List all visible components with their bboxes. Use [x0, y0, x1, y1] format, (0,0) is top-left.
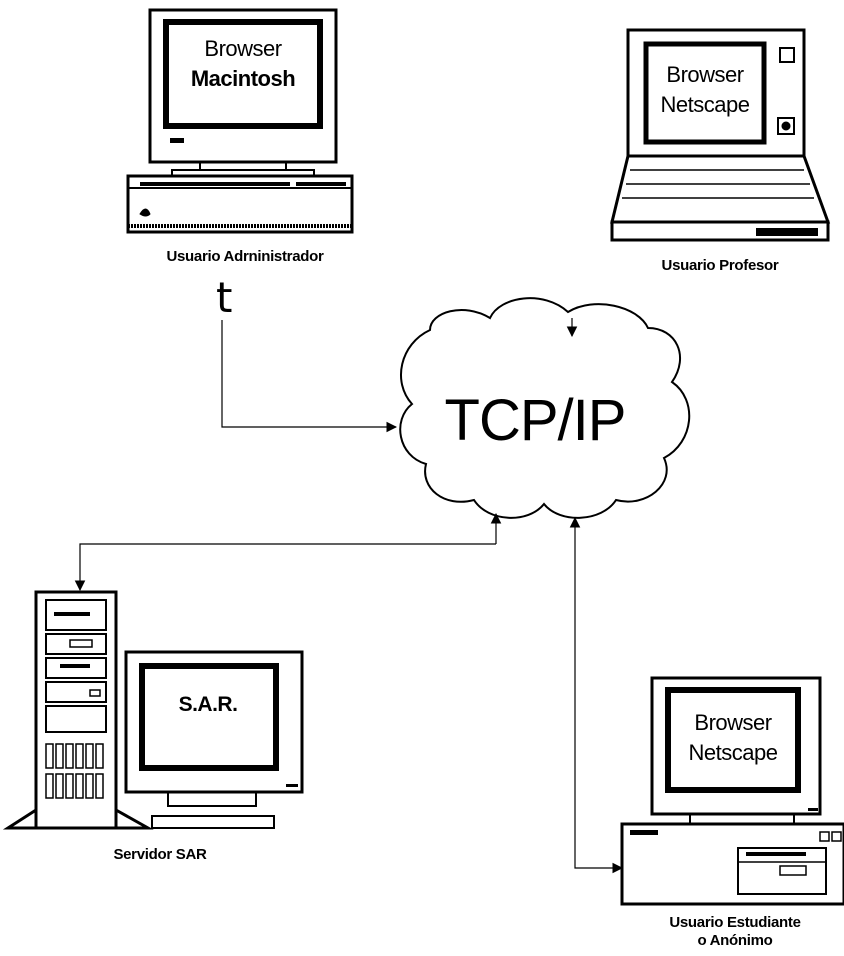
estudiante-label-line2: o Anónimo: [697, 932, 773, 949]
estudiante-label: Usuario Estudiante o Anónimo: [620, 914, 844, 950]
profesor-laptop-icon: [610, 28, 831, 242]
admin-computer-icon: [126, 8, 354, 234]
profesor-screen-line1: Browser: [666, 62, 744, 87]
admin-screen-line2: Macintosh: [190, 66, 296, 91]
estudiante-label-line1: Usuario Estudiante: [669, 914, 801, 931]
estudiante-screen-line2: Netscape: [688, 740, 778, 765]
server-monitor-icon: [124, 650, 304, 829]
admin-screen-text: Browser Macintosh: [168, 34, 318, 94]
profesor-label: Usuario Profesor: [661, 257, 779, 274]
tcp-ip-label: TCP/IP: [444, 388, 627, 453]
admin-screen-line1: Browser: [204, 36, 282, 61]
estudiante-screen-text: Browser Netscape: [670, 708, 796, 768]
estudiante-screen-line1: Browser: [694, 710, 772, 735]
connectors: [74, 318, 624, 874]
profesor-screen-line2: Netscape: [660, 92, 750, 117]
profesor-screen-text: Browser Netscape: [648, 60, 762, 120]
tcp-ip-cloud-shape: [399, 297, 691, 519]
stray-t-mark: t: [216, 273, 233, 322]
estudiante-computer-icon: [620, 676, 844, 906]
server-label: Servidor SAR: [113, 846, 207, 863]
server-tower-icon: [2, 590, 154, 830]
admin-label: Usuario Adrninistrador: [166, 248, 324, 265]
server-screen-text: S.A.R.: [178, 693, 238, 716]
